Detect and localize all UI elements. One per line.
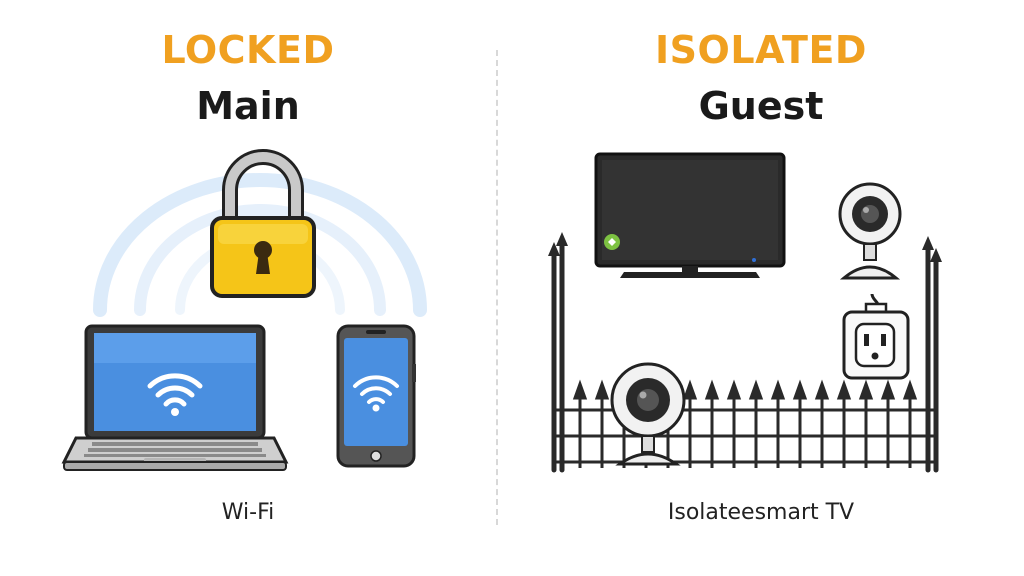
smartphone-icon [336,324,416,468]
fence-picket-tip [902,379,918,400]
fence-picket-tip [770,379,786,400]
fence-picket-tip [836,379,852,400]
guest-network-panel: ISOLATED Guest [498,0,1024,576]
indoor-camera-icon [610,362,686,466]
fence-picket-tip [572,379,588,400]
laptop-icon [61,324,289,471]
fence-picket-tip [704,379,720,400]
fence-picket-tip [594,379,610,400]
locked-label: LOCKED [161,28,335,72]
center-divider [496,50,498,525]
smart-tv-caption: Isolateesmart TV [667,500,855,525]
smart-tv-icon [594,152,786,278]
fence-picket-tip [726,379,742,400]
padlock-icon [210,149,316,298]
security-camera-icon [838,182,902,280]
isolated-label: ISOLATED [655,28,867,72]
fence-picket-tip [792,379,808,400]
fence-picket-tip [880,379,896,400]
main-network-title: Main [196,84,300,128]
fence-picket-tip [814,379,830,400]
main-network-panel: LOCKED Main [0,0,496,576]
fence-picket-tip [748,379,764,400]
smart-plug-icon [842,293,910,380]
fence-picket-tip [858,379,874,400]
wifi-caption: Wi-Fi [221,500,275,525]
fence-picket-tip [682,379,698,400]
guest-network-title: Guest [698,84,824,128]
